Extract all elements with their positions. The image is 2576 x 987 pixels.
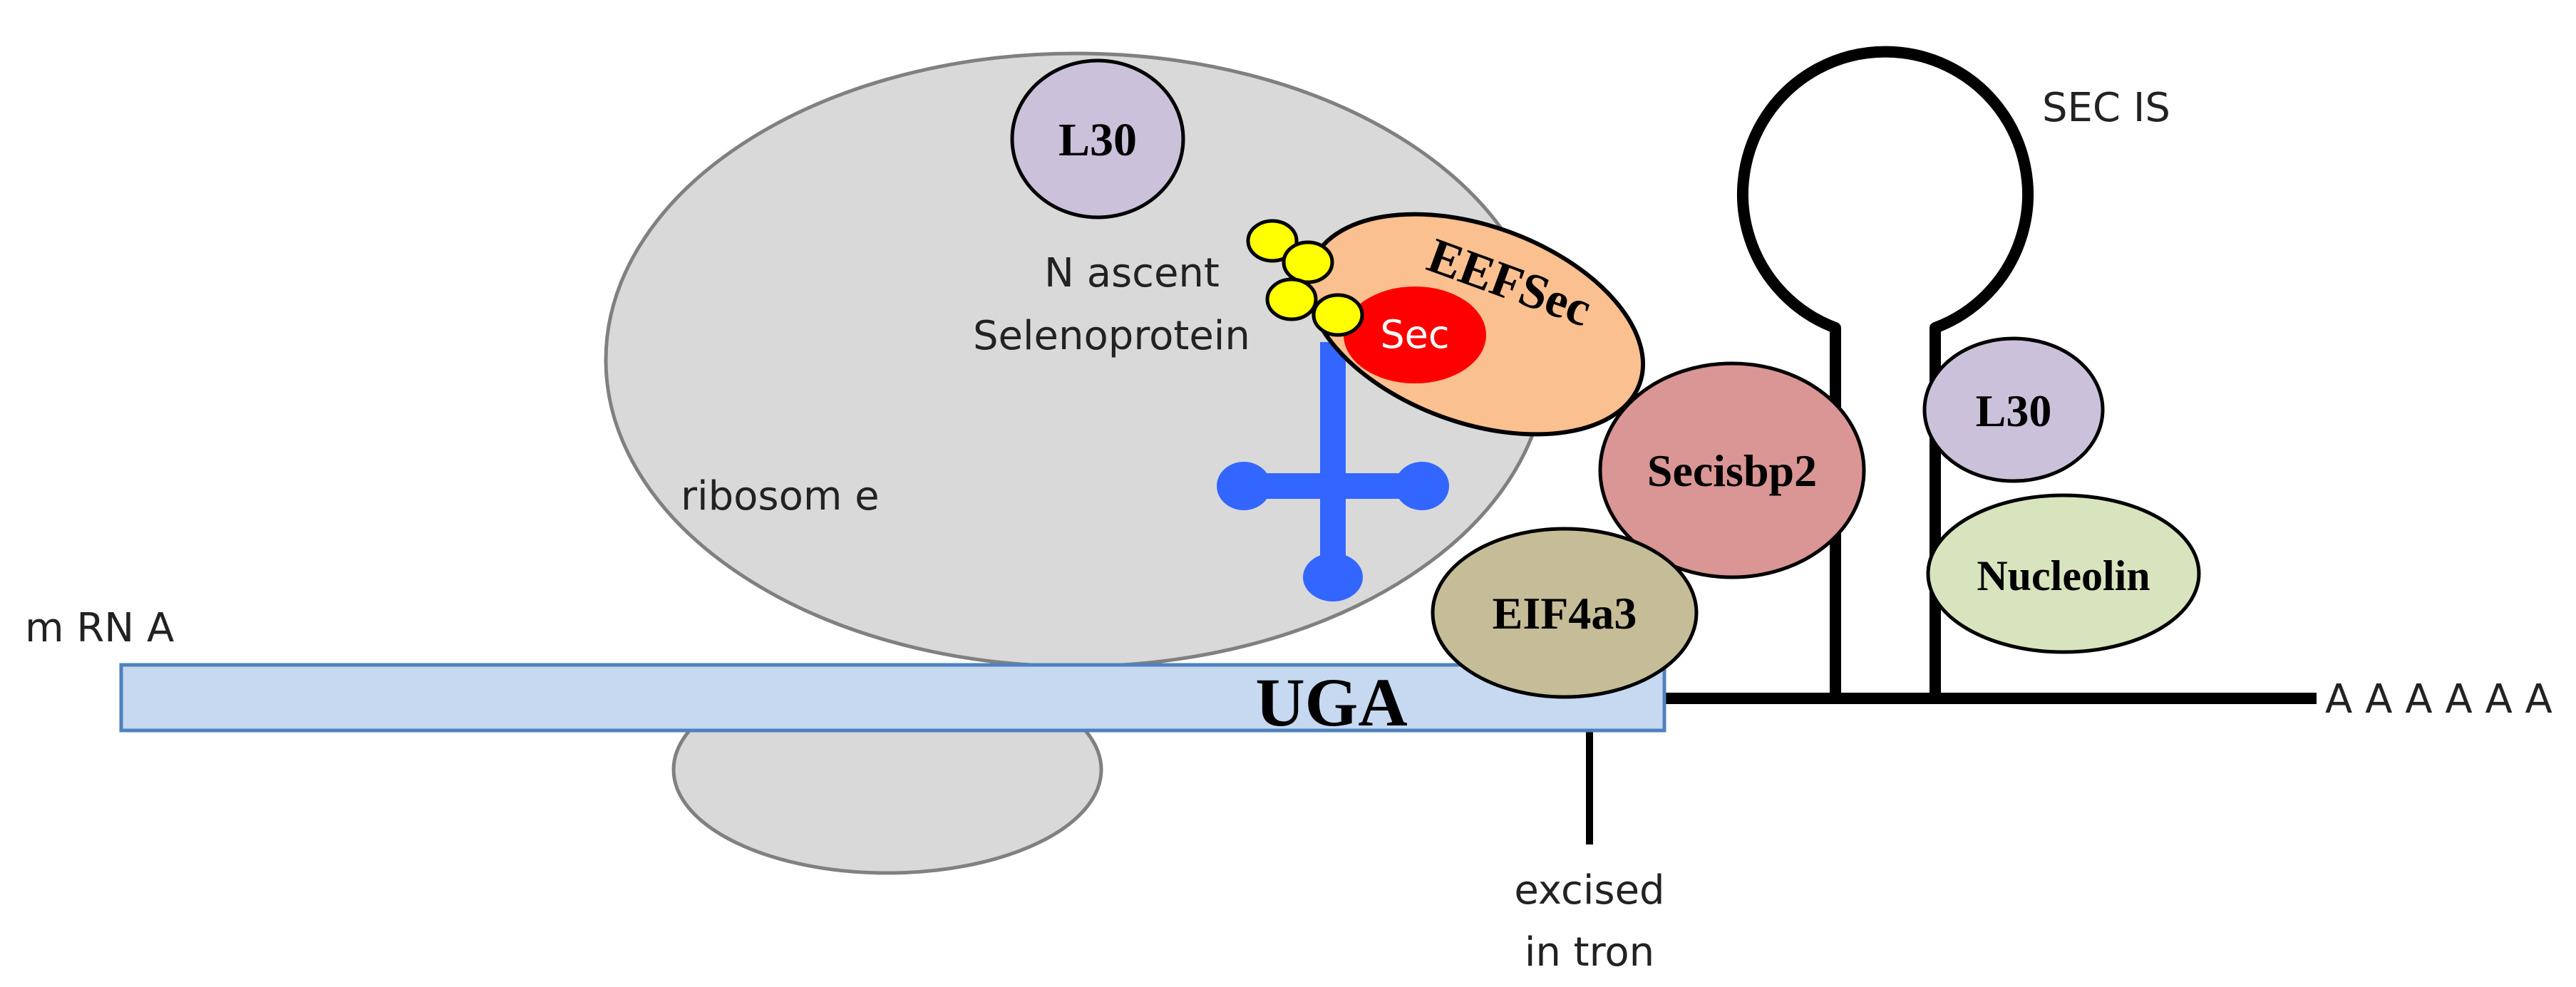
nascent-label-line1: N ascent: [1044, 250, 1220, 296]
polya-label: A A A A A A: [2325, 676, 2552, 723]
sec-residue: [1344, 286, 1486, 383]
l30-right-label: L30: [1976, 386, 2052, 436]
secis-label: SEC IS: [2042, 85, 2170, 131]
eif4a3-protein: [1431, 527, 1699, 699]
mrna-label: m RN A: [25, 605, 174, 651]
nucleolin-label: Nucleolin: [1977, 552, 2150, 599]
secis-hairpin: [1737, 46, 2034, 698]
uga-label: UGA: [1255, 664, 1407, 740]
nascent-peptide-beads: [1246, 219, 1364, 337]
ribosome-label: ribosom e: [681, 473, 880, 520]
secisbp2-protein: [1598, 361, 1866, 579]
secisbp2-label: Secisbp2: [1647, 445, 1817, 496]
excised-intron-label-line1: excised: [1514, 867, 1664, 914]
l30-top-label: L30: [1058, 114, 1137, 166]
mrna-bar: [119, 663, 1666, 733]
l30-protein-top: [1010, 58, 1185, 219]
excised-intron-label-line2: in tron: [1525, 929, 1654, 976]
l30-protein-right: [1922, 336, 2105, 483]
trna-icon: [1217, 342, 1449, 601]
nucleolin-protein: [1926, 493, 2201, 654]
sec-label: Sec: [1380, 312, 1449, 357]
eif4a3-label: EIF4a3: [1493, 588, 1637, 639]
nascent-label-line2: Selenoprotein: [973, 313, 1250, 359]
